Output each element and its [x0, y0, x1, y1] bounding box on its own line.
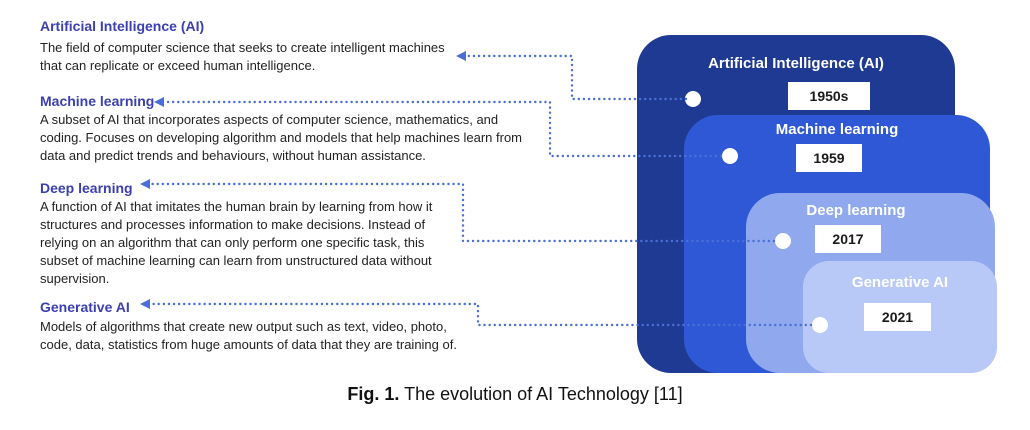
box-title-ai: Artificial Intelligence (AI): [708, 55, 884, 72]
year-badge-ml: 1959: [796, 144, 862, 172]
arrowhead-gen: [140, 299, 150, 309]
connector-dl: [148, 182, 776, 243]
box-title-gen: Generative AI: [851, 274, 949, 291]
year-badge-dl: 2017: [815, 225, 881, 253]
def-body-ai: The field of computer science that seeks…: [40, 40, 445, 73]
year-badge-gen: 2021: [864, 303, 931, 331]
arrowhead-dl: [140, 179, 150, 189]
year-badge-ai: 1950s: [788, 82, 870, 110]
box-title-dl: Deep learning: [806, 202, 906, 219]
marker-dot-ml: [722, 148, 738, 164]
marker-dot-gen: [812, 317, 828, 333]
figure-caption: Fig. 1. The evolution of AI Technology […: [0, 384, 1030, 405]
marker-dot-ai: [685, 91, 701, 107]
connector-gen: [148, 302, 813, 327]
caption-label: Fig. 1.: [347, 384, 400, 404]
def-title-ml: Machine learning: [40, 93, 155, 109]
def-body-ml: A subset of AI that incorporates aspects…: [40, 112, 522, 163]
arrowhead-ai: [456, 51, 466, 61]
def-body-dl: A function of AI that imitates the human…: [40, 199, 433, 286]
def-title-gen: Generative AI: [40, 299, 130, 315]
box-title-ml: Machine learning: [775, 121, 899, 138]
marker-dot-dl: [775, 233, 791, 249]
connector-ml: [162, 100, 723, 158]
def-title-ai: Artificial Intelligence (AI): [40, 18, 205, 34]
connector-ai: [464, 54, 688, 101]
def-title-dl: Deep learning: [40, 180, 133, 196]
caption-text: The evolution of AI Technology [11]: [399, 384, 683, 404]
def-body-gen: Models of algorithms that create new out…: [40, 319, 457, 352]
arrowhead-ml: [154, 97, 164, 107]
